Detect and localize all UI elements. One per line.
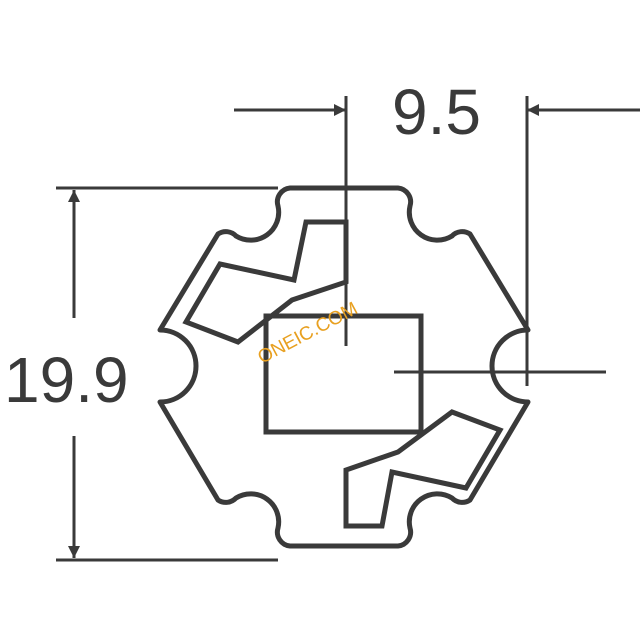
lower-right-pad [343,409,504,529]
width-dimension-label: 9.5 [392,76,481,148]
height-dimension-label: 19.9 [4,344,129,416]
center-pad [263,313,424,435]
board-outline [157,185,531,549]
